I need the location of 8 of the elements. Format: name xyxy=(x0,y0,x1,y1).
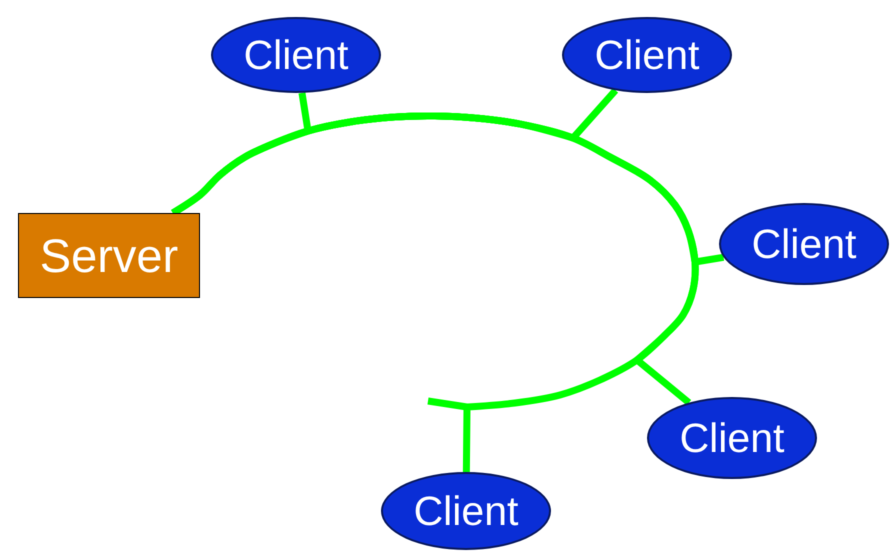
node-label: Server xyxy=(40,228,178,283)
node-label: Client xyxy=(594,32,700,78)
node-label: Client xyxy=(414,488,518,534)
node-label: Client xyxy=(244,32,348,78)
server-box xyxy=(18,213,200,298)
node-label: Client xyxy=(680,414,784,462)
cable-line xyxy=(171,112,699,472)
node-label: Client xyxy=(752,220,856,268)
